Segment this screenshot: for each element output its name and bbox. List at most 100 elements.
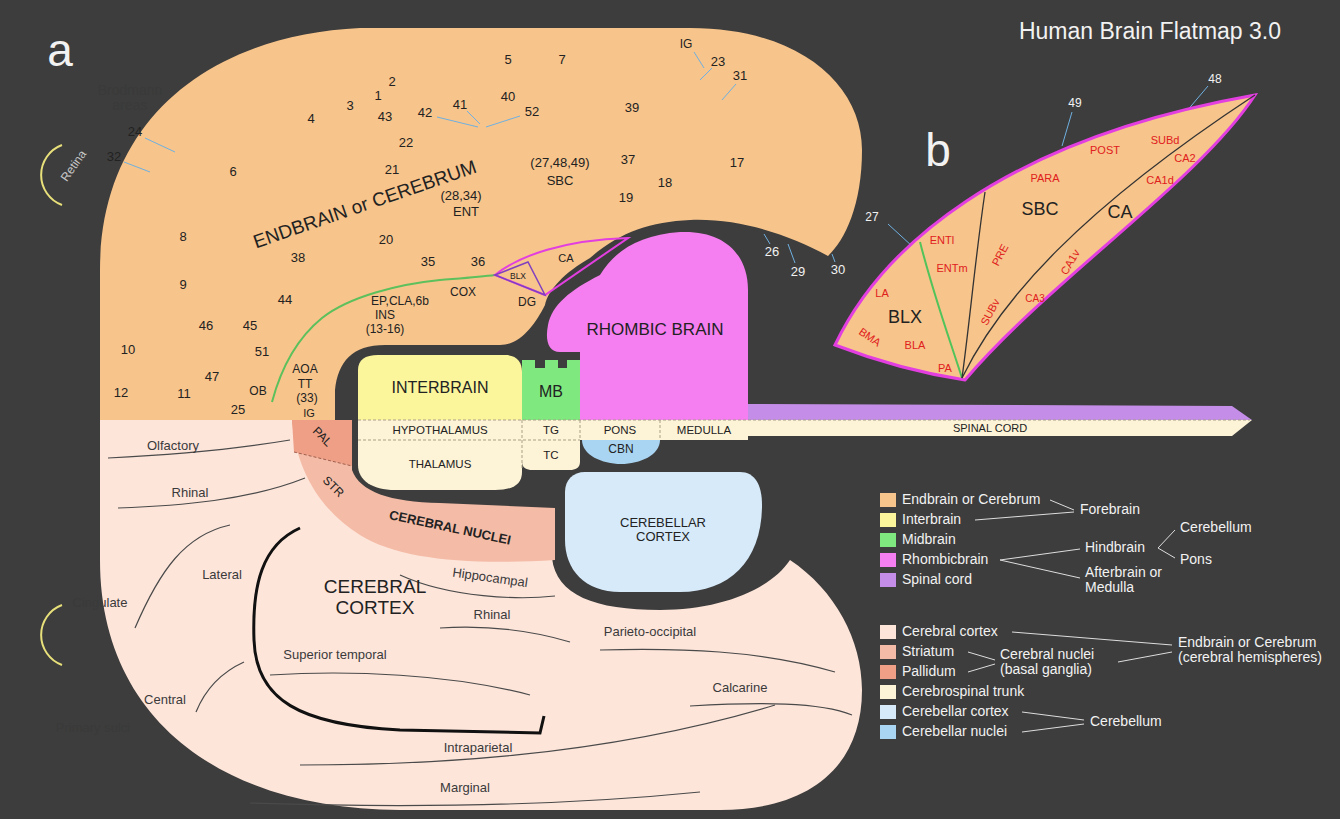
region-name: RHOMBIC BRAIN — [587, 321, 724, 340]
region-label: CA3 — [1025, 293, 1044, 304]
region-name: THALAMUS — [409, 458, 472, 471]
region-label: SBC — [547, 174, 574, 188]
region-label: ENTm — [936, 262, 967, 274]
region-name: HYPOTHALAMUS — [392, 424, 487, 437]
callout-number: 20 — [379, 233, 393, 247]
legend-swatch — [880, 553, 896, 567]
callout-number: 4 — [307, 112, 314, 126]
region-label: Rhinal — [474, 608, 511, 622]
region-label: CA2 — [1174, 152, 1195, 164]
region-name: PONS — [604, 424, 637, 437]
callout-number: 6 — [229, 165, 236, 179]
callout-number: 30 — [831, 263, 845, 277]
callout-number: 29 — [791, 265, 805, 279]
region-name: INTERBRAIN — [392, 379, 489, 397]
callout-number: 9 — [179, 278, 186, 292]
callout-number: 44 — [278, 293, 292, 307]
callout-number: 22 — [399, 136, 413, 150]
legend-swatch — [880, 573, 896, 587]
legend-text: Midbrain — [902, 532, 956, 547]
callout-number: 36 — [471, 255, 485, 269]
region-label: ENTl — [930, 234, 954, 246]
region-label: Marginal — [440, 781, 490, 795]
region-label: OB — [249, 385, 266, 398]
callout-number: 43 — [378, 110, 392, 124]
callout-number: 24 — [128, 125, 142, 139]
legend-swatch — [880, 725, 896, 739]
region-label: COX — [450, 286, 476, 299]
callout-number: 3 — [346, 99, 353, 113]
region-label: CA1v — [1058, 247, 1082, 276]
callout-number: 47 — [205, 370, 219, 384]
brain-region: THALAMUS — [358, 440, 522, 490]
callout-number: 42 — [418, 106, 432, 120]
region-label: STR — [320, 474, 346, 500]
callout-number: 1 — [374, 89, 381, 103]
region-label: BLX — [510, 272, 526, 281]
legend-swatch — [880, 493, 896, 507]
brain-region: TC — [522, 440, 580, 470]
region-label: Brodmann areas — [80, 83, 180, 114]
legend-swatch — [880, 685, 896, 699]
region-label: Lateral — [202, 568, 242, 582]
legend-swatch — [880, 645, 896, 659]
callout-number: 17 — [730, 156, 744, 170]
region-label: PA — [938, 362, 952, 374]
region-label: SBC — [1021, 200, 1058, 220]
region-label: SUBd — [1151, 134, 1180, 146]
legend-swatch — [880, 533, 896, 547]
callout-number: 12 — [114, 386, 128, 400]
region-label: DG — [518, 296, 536, 309]
legend-text: Cerebellar nuclei — [902, 724, 1007, 739]
legend-swatch — [880, 513, 896, 527]
callout-number: 40 — [501, 90, 515, 104]
region-label: Afterbrain or Medulla — [1085, 565, 1180, 596]
region-label: BLA — [905, 339, 926, 351]
region-label: PAL — [310, 425, 335, 450]
callout-number: 23 — [711, 55, 725, 69]
brain-region: MEDULLA — [660, 420, 748, 440]
callout-number: 5 — [504, 53, 511, 67]
brain-region: INTERBRAIN — [358, 355, 522, 420]
brain-region: CBN — [582, 440, 660, 464]
brain-region: CEREBELLAR CORTEX — [565, 472, 762, 592]
brain-region: PONS — [580, 420, 660, 440]
callout-number: 11 — [177, 387, 191, 401]
region-label: (27,48,49) — [530, 156, 589, 170]
callout-number: 26 — [765, 245, 779, 259]
callout-number: 19 — [619, 191, 633, 205]
brain-region: RHOMBIC BRAIN — [545, 230, 748, 420]
region-label: Parieto-occipital — [604, 625, 697, 639]
callout-number: 2 — [388, 75, 395, 89]
region-label: a — [47, 25, 73, 76]
region-name: TC — [543, 449, 558, 462]
region-label: LA — [875, 287, 888, 299]
brain-region: HYPOTHALAMUS — [358, 420, 522, 440]
region-label: CA1d — [1146, 174, 1174, 186]
region-label: b — [925, 125, 951, 176]
region-label: Central — [144, 693, 186, 707]
region-label: Hindbrain — [1085, 540, 1145, 555]
region-label: Superior temporal — [283, 648, 386, 662]
region-label: IG — [303, 407, 315, 419]
callout-number: 31 — [733, 69, 747, 83]
callout-number: 39 — [625, 101, 639, 115]
legend-text: Spinal cord — [902, 572, 972, 587]
region-label: IG — [680, 38, 693, 51]
callout-number: 10 — [121, 343, 135, 357]
legend-text: Cerebral cortex — [902, 624, 998, 639]
region-label: BLX — [888, 308, 922, 328]
region-label: Cerebellum — [1180, 520, 1252, 535]
region-label: (13-16) — [366, 323, 405, 336]
callout-number: 51 — [255, 345, 269, 359]
callout-number: 21 — [385, 163, 399, 177]
region-label: Pons — [1180, 552, 1212, 567]
brain-region: TG — [522, 420, 580, 440]
region-label: EP,CLA,6b — [371, 295, 429, 308]
diagram-title: Human Brain Flatmap 3.0 — [1019, 19, 1281, 44]
callout-number: 35 — [421, 255, 435, 269]
region-label: PARA — [1030, 172, 1059, 184]
region-name: CBN — [608, 443, 633, 456]
legend-text: Endbrain or Cerebrum — [902, 492, 1041, 507]
